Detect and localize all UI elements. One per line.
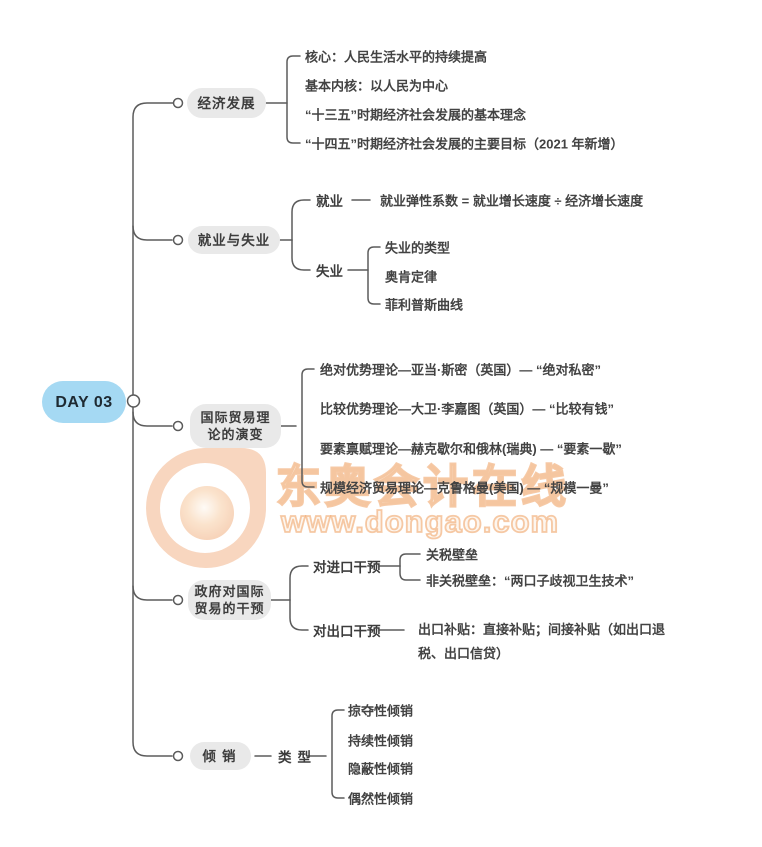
- leaf-basic-core[interactable]: 基本内核：以人民为中心: [305, 78, 449, 94]
- topic-economic-development[interactable]: 经济发展: [187, 88, 266, 118]
- root-topic-day03[interactable]: DAY 03: [42, 381, 126, 423]
- leaf-occasional-dumping[interactable]: 偶然性倾销: [348, 791, 414, 807]
- leaf-export-subsidy[interactable]: 出口补贴：直接补贴；间接补贴（如出口退税、出口信贷）: [418, 622, 666, 661]
- leaf-persistent-dumping[interactable]: 持续性倾销: [348, 733, 414, 749]
- topic-intl-trade-theory-evolution[interactable]: 国际贸易理论的演变: [190, 404, 281, 448]
- dongao-logo-icon: [146, 448, 266, 568]
- topic-govt-trade-intervention[interactable]: 政府对国际贸易的干预: [188, 580, 271, 620]
- leaf-predatory-dumping[interactable]: 掠夺性倾销: [348, 703, 414, 719]
- leaf-non-tariff-barrier[interactable]: 非关税壁垒：“两口子歧视卫生技术”: [426, 573, 635, 589]
- leaf-13-5-concept[interactable]: “十三五”时期经济社会发展的基本理念: [305, 107, 527, 123]
- leaf-phillips-curve[interactable]: 菲利普斯曲线: [385, 297, 464, 313]
- topic-dumping[interactable]: 倾销: [190, 742, 251, 770]
- topic-dumping-types[interactable]: 类型: [278, 750, 317, 765]
- leaf-core-living-standard[interactable]: 核心：人民生活水平的持续提高: [305, 49, 488, 65]
- topic-unemployment[interactable]: 失业: [316, 264, 343, 279]
- topic-employment-unemployment[interactable]: 就业与失业: [188, 226, 280, 254]
- leaf-employment-elasticity[interactable]: 就业弹性系数 = 就业增长速度 ÷ 经济增长速度: [380, 193, 644, 209]
- leaf-okun-law[interactable]: 奥肯定律: [385, 269, 438, 285]
- leaf-14-5-goals[interactable]: “十四五”时期经济社会发展的主要目标（2021 年新增）: [305, 136, 624, 152]
- topic-import-intervention[interactable]: 对进口干预: [313, 560, 381, 575]
- leaf-scale-economy-trade[interactable]: 规模经济贸易理论—克鲁格曼(美国) — “规模一曼”: [320, 480, 609, 496]
- leaf-comparative-advantage[interactable]: 比较优势理论—大卫·李嘉图（英国）— “比较有钱”: [320, 401, 614, 417]
- watermark-brand-text: 东奥会计在线: [275, 460, 571, 513]
- leaf-tariff-barrier[interactable]: 关税壁垒: [426, 547, 479, 563]
- topic-export-intervention[interactable]: 对出口干预: [313, 624, 381, 639]
- leaf-absolute-advantage[interactable]: 绝对优势理论—亚当·斯密（英国）— “绝对私密”: [320, 362, 601, 378]
- topic-employment[interactable]: 就业: [316, 194, 343, 209]
- leaf-factor-endowment[interactable]: 要素禀赋理论—赫克歇尔和俄林(瑞典) — “要素一歇”: [320, 441, 622, 457]
- leaf-unemployment-types[interactable]: 失业的类型: [385, 240, 451, 256]
- leaf-hidden-dumping[interactable]: 隐蔽性倾销: [348, 761, 414, 777]
- watermark-url-text: www.dongao.com: [280, 503, 560, 540]
